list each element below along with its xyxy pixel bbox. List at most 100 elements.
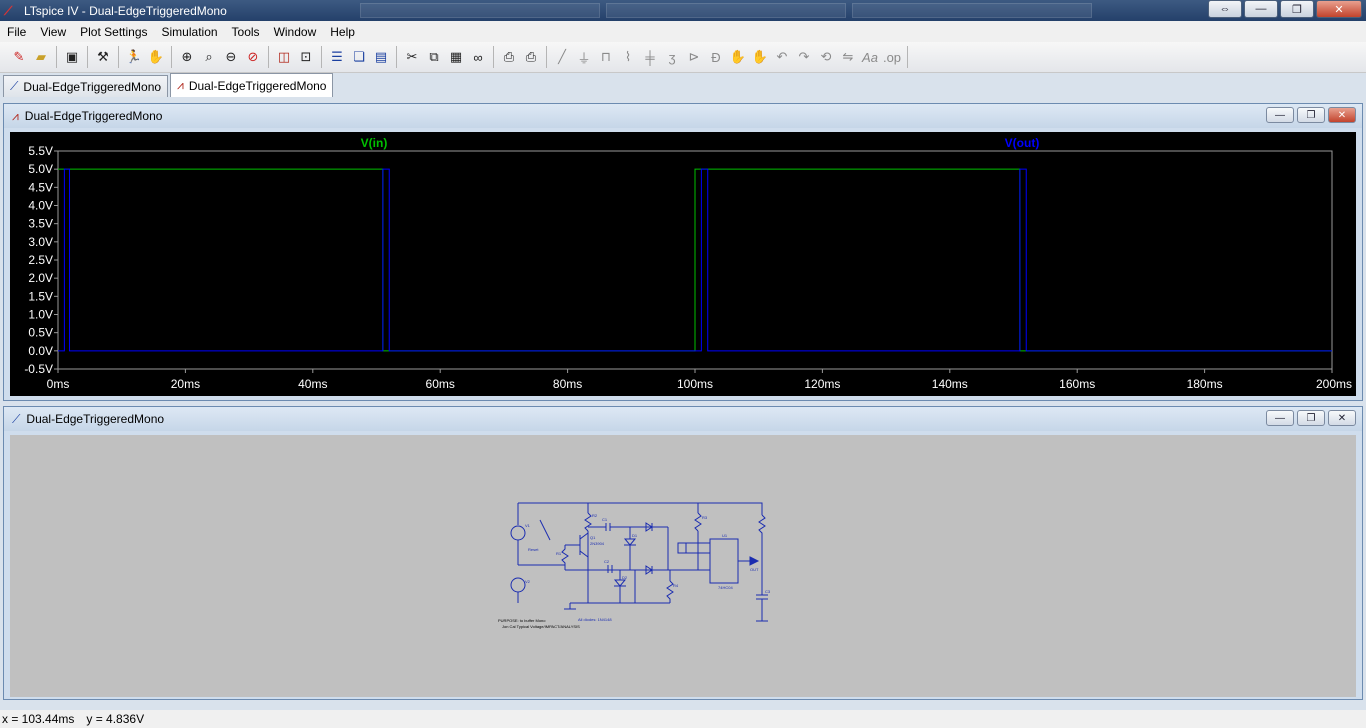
schematic-canvas[interactable]: V1 V2 Q1 2N3904 R1 R2 R3 R4 C1 C2 C3 D1 …: [10, 435, 1356, 697]
menu-tools[interactable]: Tools: [231, 24, 260, 39]
ground-icon[interactable]: ⏚: [577, 50, 591, 66]
y-tick-label: 3.5V: [28, 217, 53, 231]
redo-icon[interactable]: ↷: [798, 49, 810, 64]
menu-view[interactable]: View: [40, 24, 67, 39]
inductor-icon[interactable]: ʒ: [668, 49, 676, 65]
cascade-windows-icon[interactable]: ❏: [353, 49, 365, 64]
halt-hand-icon[interactable]: ✋: [147, 49, 165, 64]
print-icon[interactable]: ⎙: [525, 49, 537, 64]
label-r4: R4: [673, 583, 679, 588]
toolbar: ✎ ▰ ▣ ⚒ 🏃 ✋ ⊕ ⌕ ⊖ ⊘ ◫ ⊡ ☰ ❏ ▤ ✂ ⧉ ▦ ∞ ⎙ …: [0, 42, 1366, 73]
x-tick-label: 60ms: [426, 377, 455, 391]
tab-schematic[interactable]: ⟋ Dual-EdgeTriggeredMono: [3, 75, 169, 97]
x-tick-label: 160ms: [1059, 377, 1095, 391]
run-simulation-icon[interactable]: 🏃: [125, 49, 143, 64]
find-binoculars-icon[interactable]: ∞: [473, 49, 483, 65]
paste-icon[interactable]: ▦: [449, 49, 463, 64]
label-r1: R1: [556, 551, 562, 556]
toolbar-separator: [171, 46, 172, 68]
schematic-minimize-button[interactable]: —: [1266, 410, 1294, 426]
zoom-fit-icon[interactable]: ⊡: [300, 49, 312, 64]
waveform-minimize-button[interactable]: —: [1266, 107, 1294, 123]
minimize-button[interactable]: —: [1244, 0, 1278, 18]
label-c3: C3: [765, 589, 771, 594]
ghost-window: [852, 3, 1092, 18]
x-tick-label: 140ms: [932, 377, 968, 391]
control-panel-hammer-icon[interactable]: ⚒: [97, 49, 109, 64]
x-tick-label: 40ms: [298, 377, 327, 391]
menu-simulation[interactable]: Simulation: [161, 24, 218, 39]
schematic-editor-window: ⟋ Dual-EdgeTriggeredMono — ❐ ✕: [3, 406, 1363, 700]
schematic-window-title: Dual-EdgeTriggeredMono: [26, 412, 165, 426]
close-button[interactable]: ✕: [1316, 0, 1362, 18]
y-tick-label: 5.0V: [28, 162, 53, 176]
schematic-close-button[interactable]: ✕: [1328, 410, 1356, 426]
rotate-icon[interactable]: ⟲: [820, 49, 832, 64]
save-icon[interactable]: ▣: [65, 49, 79, 64]
x-tick-label: 0ms: [47, 377, 70, 391]
mirror-icon[interactable]: ⇋: [842, 49, 854, 64]
waveform-close-button[interactable]: ✕: [1328, 107, 1356, 123]
spice-directive-icon[interactable]: .op: [882, 49, 902, 65]
label-r3: R3: [702, 515, 708, 520]
menu-file[interactable]: File: [7, 24, 27, 39]
toolbar-separator: [907, 46, 908, 68]
toolbar-separator: [493, 46, 494, 68]
cut-icon[interactable]: ✂: [406, 49, 418, 64]
menu-plot-settings[interactable]: Plot Settings: [80, 24, 148, 39]
restore-window-button[interactable]: ⇔: [1208, 0, 1242, 18]
menu-bar: File View Plot Settings Simulation Tools…: [0, 21, 1366, 42]
schematic-icon: ⟋: [12, 411, 21, 426]
label-out: OUT: [750, 567, 759, 572]
ghost-window: [360, 3, 600, 18]
zoom-pan-icon[interactable]: ⌕: [205, 49, 213, 64]
capacitor-icon[interactable]: ╪: [645, 49, 655, 65]
tab-waveform[interactable]: ⩘ Dual-EdgeTriggeredMono: [170, 73, 334, 97]
y-tick-label: 0.5V: [28, 326, 53, 340]
drag-hand-icon[interactable]: ✋: [751, 49, 769, 64]
diode-icon[interactable]: ⊳: [688, 49, 700, 64]
zoom-in-icon[interactable]: ⊕: [181, 49, 193, 64]
copy-icon[interactable]: ⧉: [429, 49, 439, 64]
draw-wire-icon[interactable]: ╱: [558, 49, 566, 64]
tile-vertical-icon[interactable]: ▤: [374, 49, 388, 64]
maximize-button[interactable]: ❐: [1280, 0, 1314, 18]
label-notes: Jon Cal Typical Voltage/IMPACT/ANALYSIS: [502, 624, 580, 629]
zoom-cancel-icon[interactable]: ⊘: [247, 49, 259, 64]
component-icon[interactable]: Ð: [711, 49, 721, 65]
autorange-icon[interactable]: ◫: [277, 49, 291, 64]
schematic-restore-button[interactable]: ❐: [1297, 410, 1325, 426]
menu-window[interactable]: Window: [273, 24, 317, 39]
label-v1: V1: [525, 523, 531, 528]
undo-icon[interactable]: ↶: [776, 49, 788, 64]
status-bar: x = 103.44ms y = 4.836V: [0, 710, 1366, 728]
x-tick-label: 20ms: [171, 377, 200, 391]
cursor-x-readout: x = 103.44ms: [2, 712, 75, 726]
label-u1-part: 74HC04: [718, 585, 733, 590]
open-folder-icon[interactable]: ▰: [36, 49, 46, 64]
y-tick-label: 2.5V: [28, 253, 53, 267]
x-tick-label: 200ms: [1316, 377, 1352, 391]
move-hand-icon[interactable]: ✋: [729, 49, 747, 64]
label-r2: R2: [592, 513, 598, 518]
new-schematic-icon[interactable]: ✎: [13, 49, 25, 64]
label-reset: Reset: [528, 547, 539, 552]
waveform-restore-button[interactable]: ❐: [1297, 107, 1325, 123]
toolbar-separator: [546, 46, 547, 68]
zoom-out-icon[interactable]: ⊖: [225, 49, 237, 64]
text-icon[interactable]: Aa: [862, 49, 878, 65]
schematic-drawing[interactable]: V1 V2 Q1 2N3904 R1 R2 R3 R4 C1 C2 C3 D1 …: [10, 435, 1356, 697]
cursor-y-readout: y = 4.836V: [86, 712, 145, 726]
resistor-icon[interactable]: ⌇: [624, 49, 632, 64]
label-c2: C2: [604, 559, 610, 564]
menu-help[interactable]: Help: [330, 24, 355, 39]
waveform-plot[interactable]: 5.5V5.0V4.5V4.0V3.5V3.0V2.5V2.0V1.5V1.0V…: [10, 132, 1356, 396]
label-d1: D1: [632, 533, 638, 538]
print-preview-icon[interactable]: ⎙: [503, 49, 515, 64]
legend-label-vin: V(in): [361, 136, 388, 150]
background-taskbar-ghosts: [360, 3, 1092, 18]
tile-horizontal-icon[interactable]: ☰: [331, 49, 343, 64]
label-net-icon[interactable]: ⊓: [600, 49, 612, 64]
